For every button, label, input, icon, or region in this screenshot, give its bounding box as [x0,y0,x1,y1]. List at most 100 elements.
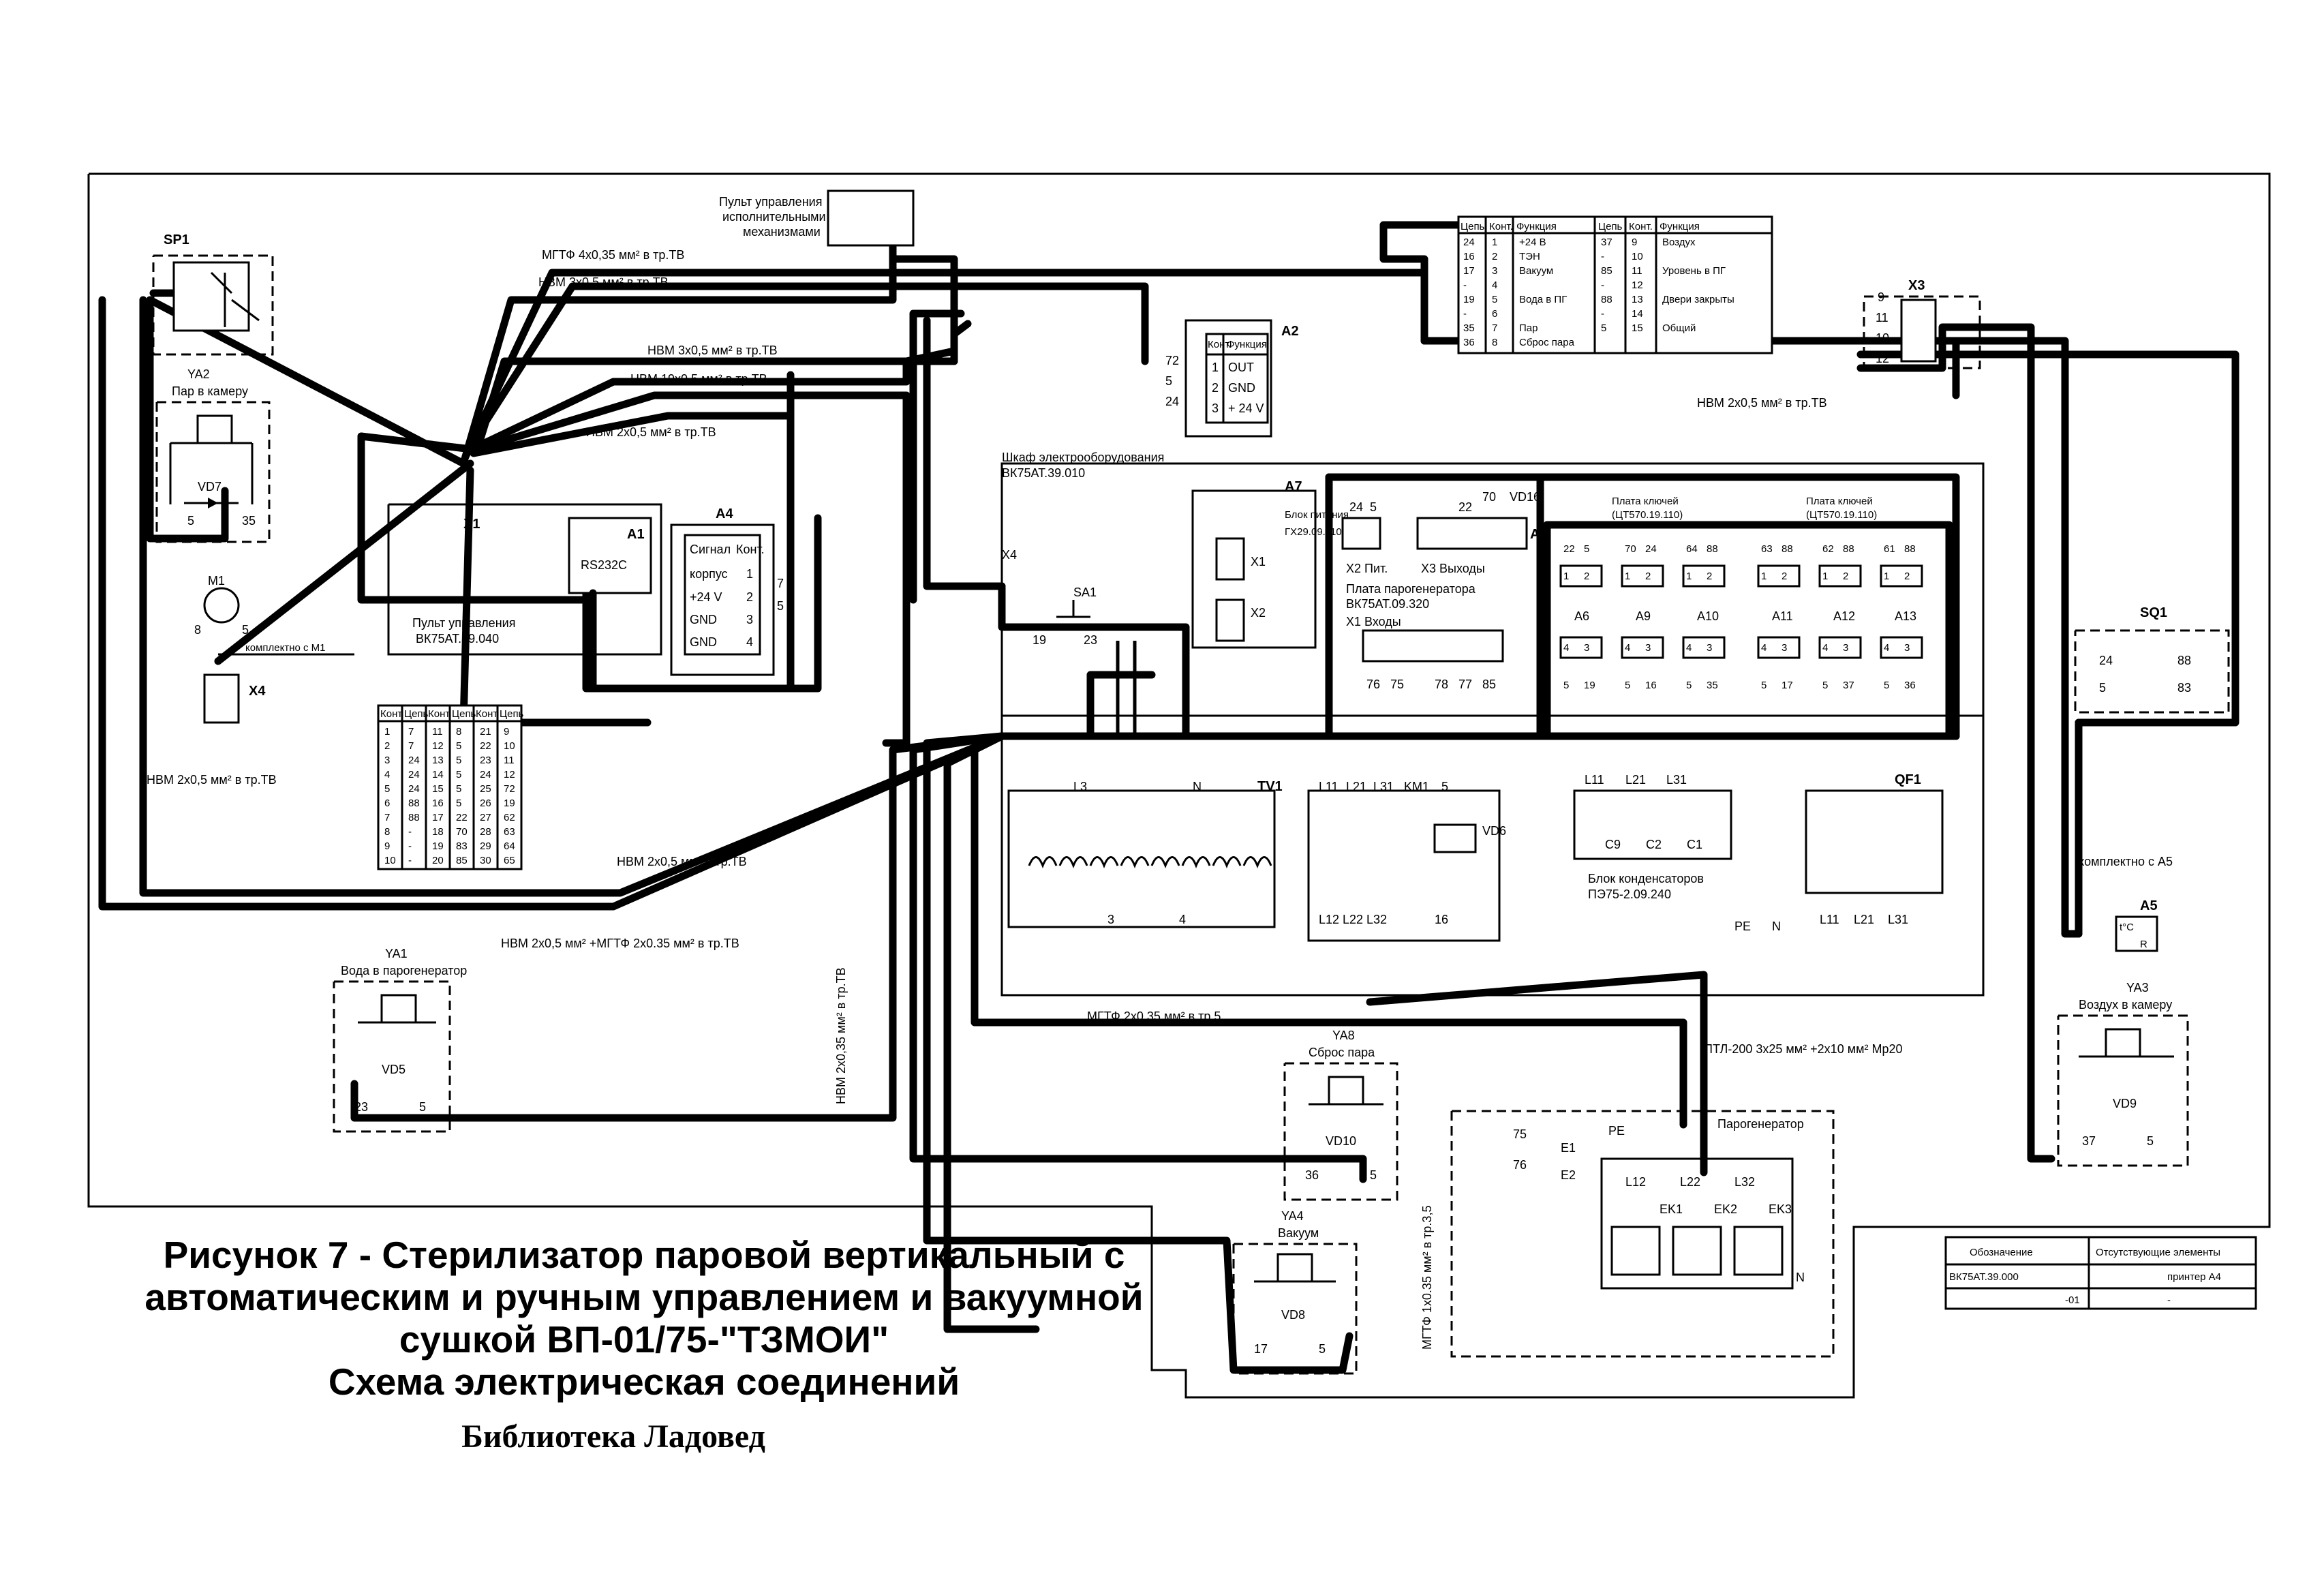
qf1-l21: L21 [1854,913,1874,926]
key-board-top-terminal [1880,564,1923,588]
x3-p9: 9 [1878,290,1884,304]
a3-top-5: 5 [1370,500,1377,514]
ya4-5: 5 [1319,1342,1326,1356]
a3-top-24: 24 [1349,500,1363,514]
a4-head-cont: Конт. [736,543,765,556]
cable-c13: НВМ 2х0,5 мм² в тр.ТВ [1697,396,1827,410]
x1-table-cell: 9 [384,840,390,852]
rs232-label: RS232C [581,558,627,572]
x1-table-cell: 5 [456,798,461,809]
cable-c5: НВМ 2х0,5 мм² в тр.ТВ [586,425,716,439]
key-bottom-wire: 5 [1563,680,1569,691]
sg-e2: E2 [1561,1168,1576,1182]
x1-table-cell: 17 [432,812,444,823]
key-terminal-pin: 1 [1625,571,1630,582]
func-table-cell: - [1463,279,1467,291]
x4-left-label: X4 [249,684,266,699]
func-table-cell: 14 [1632,308,1643,320]
key-terminal-pin: 3 [1584,642,1589,654]
cabinet-frame [1000,462,1985,997]
x1-table-cell: 63 [504,826,515,838]
key-terminal-pin: 3 [1843,642,1848,654]
tv1-coil-winding [1181,856,1211,869]
stamp-table: Обозначение Отсутствующие элементы ВК75А… [1944,1236,2257,1310]
x1-table-cell: 30 [480,855,491,866]
key-board-bottom-terminal [1621,636,1664,659]
sg-l32: L32 [1734,1175,1755,1189]
remote-console-1: Пульт управления [719,195,822,209]
func-table-head: Конт. [1489,221,1513,232]
x1-table-cell: 24 [408,783,420,795]
func-table-cell: Сброс пара [1519,337,1575,348]
vd5-label: VD5 [382,1063,406,1076]
x1-table-head: Цепь [404,708,429,720]
cable-c10: МГТФ 2х0.35 мм² в тр.5 [1087,1009,1221,1023]
key-bottom-wire: 37 [1843,680,1854,691]
tv1-coil-winding [1212,856,1242,869]
x1-table-head: Цепь [452,708,476,720]
ya8-36: 36 [1305,1168,1319,1182]
tv1-coil-winding [1089,856,1119,869]
keys1-label-2: (ЦТ570.19.110) [1612,509,1683,521]
a2-r1: 2 [1212,381,1219,395]
cable-c3: НВМ 3х0,5 мм² в тр.ТВ [647,344,778,357]
x1-table-cell: 21 [480,726,491,738]
ya3-label: YA3 [2126,981,2149,994]
key-terminal-pin: 3 [1645,642,1651,654]
tv1-coil-winding [1150,856,1180,869]
key-terminal-pin: 2 [1707,571,1712,582]
key-terminal-pin: 1 [1761,571,1767,582]
key-board-name: A10 [1697,609,1719,623]
func-table-cell: ТЭН [1519,251,1540,262]
a3-b75: 75 [1390,678,1404,691]
console-label-2: ВК75АТ.39.040 [416,632,499,645]
x1-table-head: Конт. [428,708,452,720]
x1-table-cell: 3 [384,755,390,766]
x1-table-cell: 20 [432,855,444,866]
func-table-cell: +24 В [1519,237,1546,248]
cap-c1: C1 [1687,838,1702,851]
func-table-head: Цепь [1598,221,1623,232]
remote-console: Пульт управления исполнительными механиз… [719,189,915,247]
sa1-switch: SA1 19 23 [1033,586,1137,736]
func-table-cell: 19 [1463,294,1475,305]
km1-l11: L11 [1319,780,1339,793]
ya3-5: 5 [2147,1134,2154,1148]
tv1-coil-winding [1242,856,1272,869]
cap-l31: L31 [1666,773,1687,787]
key-terminal-pin: 1 [1686,571,1692,582]
km1-16: 16 [1435,913,1448,926]
a7-x2: X2 [1251,606,1266,620]
key-terminal-pin: 2 [1782,571,1787,582]
keys1-label-1: Плата ключей [1612,496,1679,507]
a5-label: A5 [2140,898,2158,913]
ya8-5: 5 [1370,1168,1377,1182]
a4-row-0: корпус [690,567,728,581]
sa1-p19: 19 [1033,633,1046,647]
m1-pin-8: 8 [194,623,201,637]
func-table-cell: 17 [1463,265,1475,277]
cap-c9: C9 [1605,838,1621,851]
func-table-cell: - [1601,279,1604,291]
key-board-top-terminal [1818,564,1862,588]
sp1-pressure-switch: SP1 [152,232,274,356]
a7-desc-2: ГХ29.09.110 [1285,526,1342,538]
x1-table-cell: 10 [504,740,515,752]
func-table-cell: 13 [1632,294,1643,305]
x1-table-cell: 7 [408,726,414,738]
key-terminal-pin: 4 [1686,642,1692,654]
a3-top-22: 22 [1458,500,1472,514]
a4-wire-5: 5 [777,599,784,613]
x1-table-head: Цепь [500,708,524,720]
func-table-cell: 5 [1492,294,1497,305]
key-board-name: A9 [1636,609,1651,623]
ya4-17: 17 [1254,1342,1268,1356]
x1-table-cell: 23 [480,755,491,766]
key-top-wire: 64 [1686,543,1698,555]
ya3-valve: YA3 Воздух в камеру VD9 37 5 [2057,981,2189,1167]
sq1-door-switch: SQ1 24 5 88 83 [2074,605,2230,714]
km1-l31: L31 [1373,780,1394,793]
cable-c2: НВМ 3х0,5 мм² в тр.ТВ [538,275,669,289]
key-top-wire: 88 [1904,543,1916,555]
